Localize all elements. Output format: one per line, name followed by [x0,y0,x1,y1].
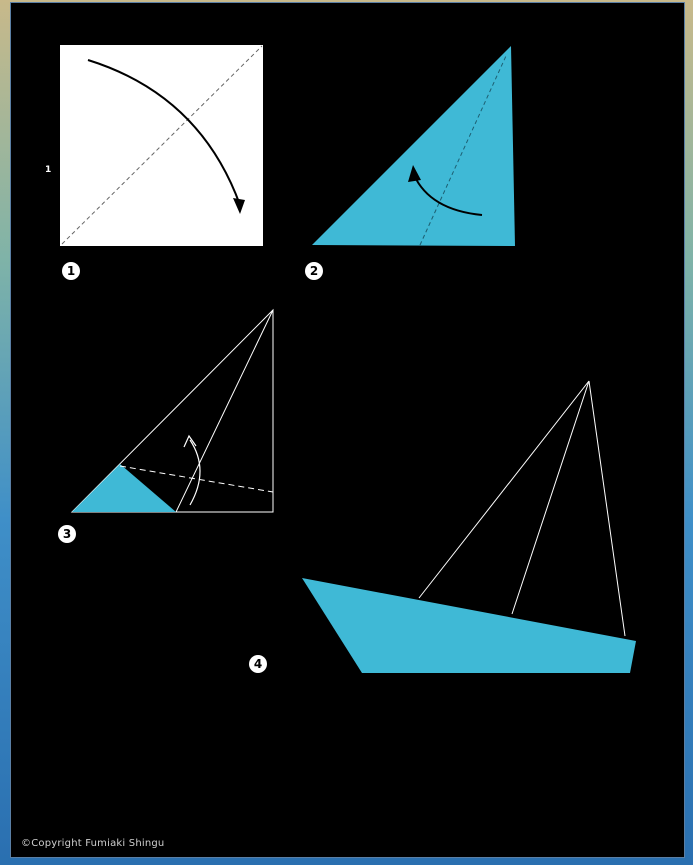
fold-arrow [87,59,241,206]
fold-arrow-3 [189,439,201,506]
sail-line-mid [511,380,590,615]
step-4-figure [302,380,636,673]
paper-triangle [312,46,515,246]
boat-hull [302,578,636,673]
sail-line-front [418,380,590,599]
step-number-3: 3 [58,525,76,543]
copyright-text: ©Copyright Fumiaki Shingu [21,838,165,849]
step-3-figure [70,308,274,513]
fold-line-3 [119,465,274,493]
outline-triangle [70,308,274,513]
step-2-figure [312,46,515,246]
sail-line-back [588,380,626,637]
step-number-4: 4 [249,655,267,673]
fold-arrow-2-head [408,165,421,182]
folded-flap [72,464,176,512]
step-number-1: 1 [62,262,80,280]
fold-arrow-head [233,198,245,214]
fold-arrow-2 [413,174,483,216]
inner-crease [175,309,274,513]
step-1-figure [60,45,263,246]
fold-arrow-3-head [183,434,197,448]
diagonal-fold-line [61,45,263,245]
side-mark: 1 [45,165,52,175]
step-number-2: 2 [305,262,323,280]
